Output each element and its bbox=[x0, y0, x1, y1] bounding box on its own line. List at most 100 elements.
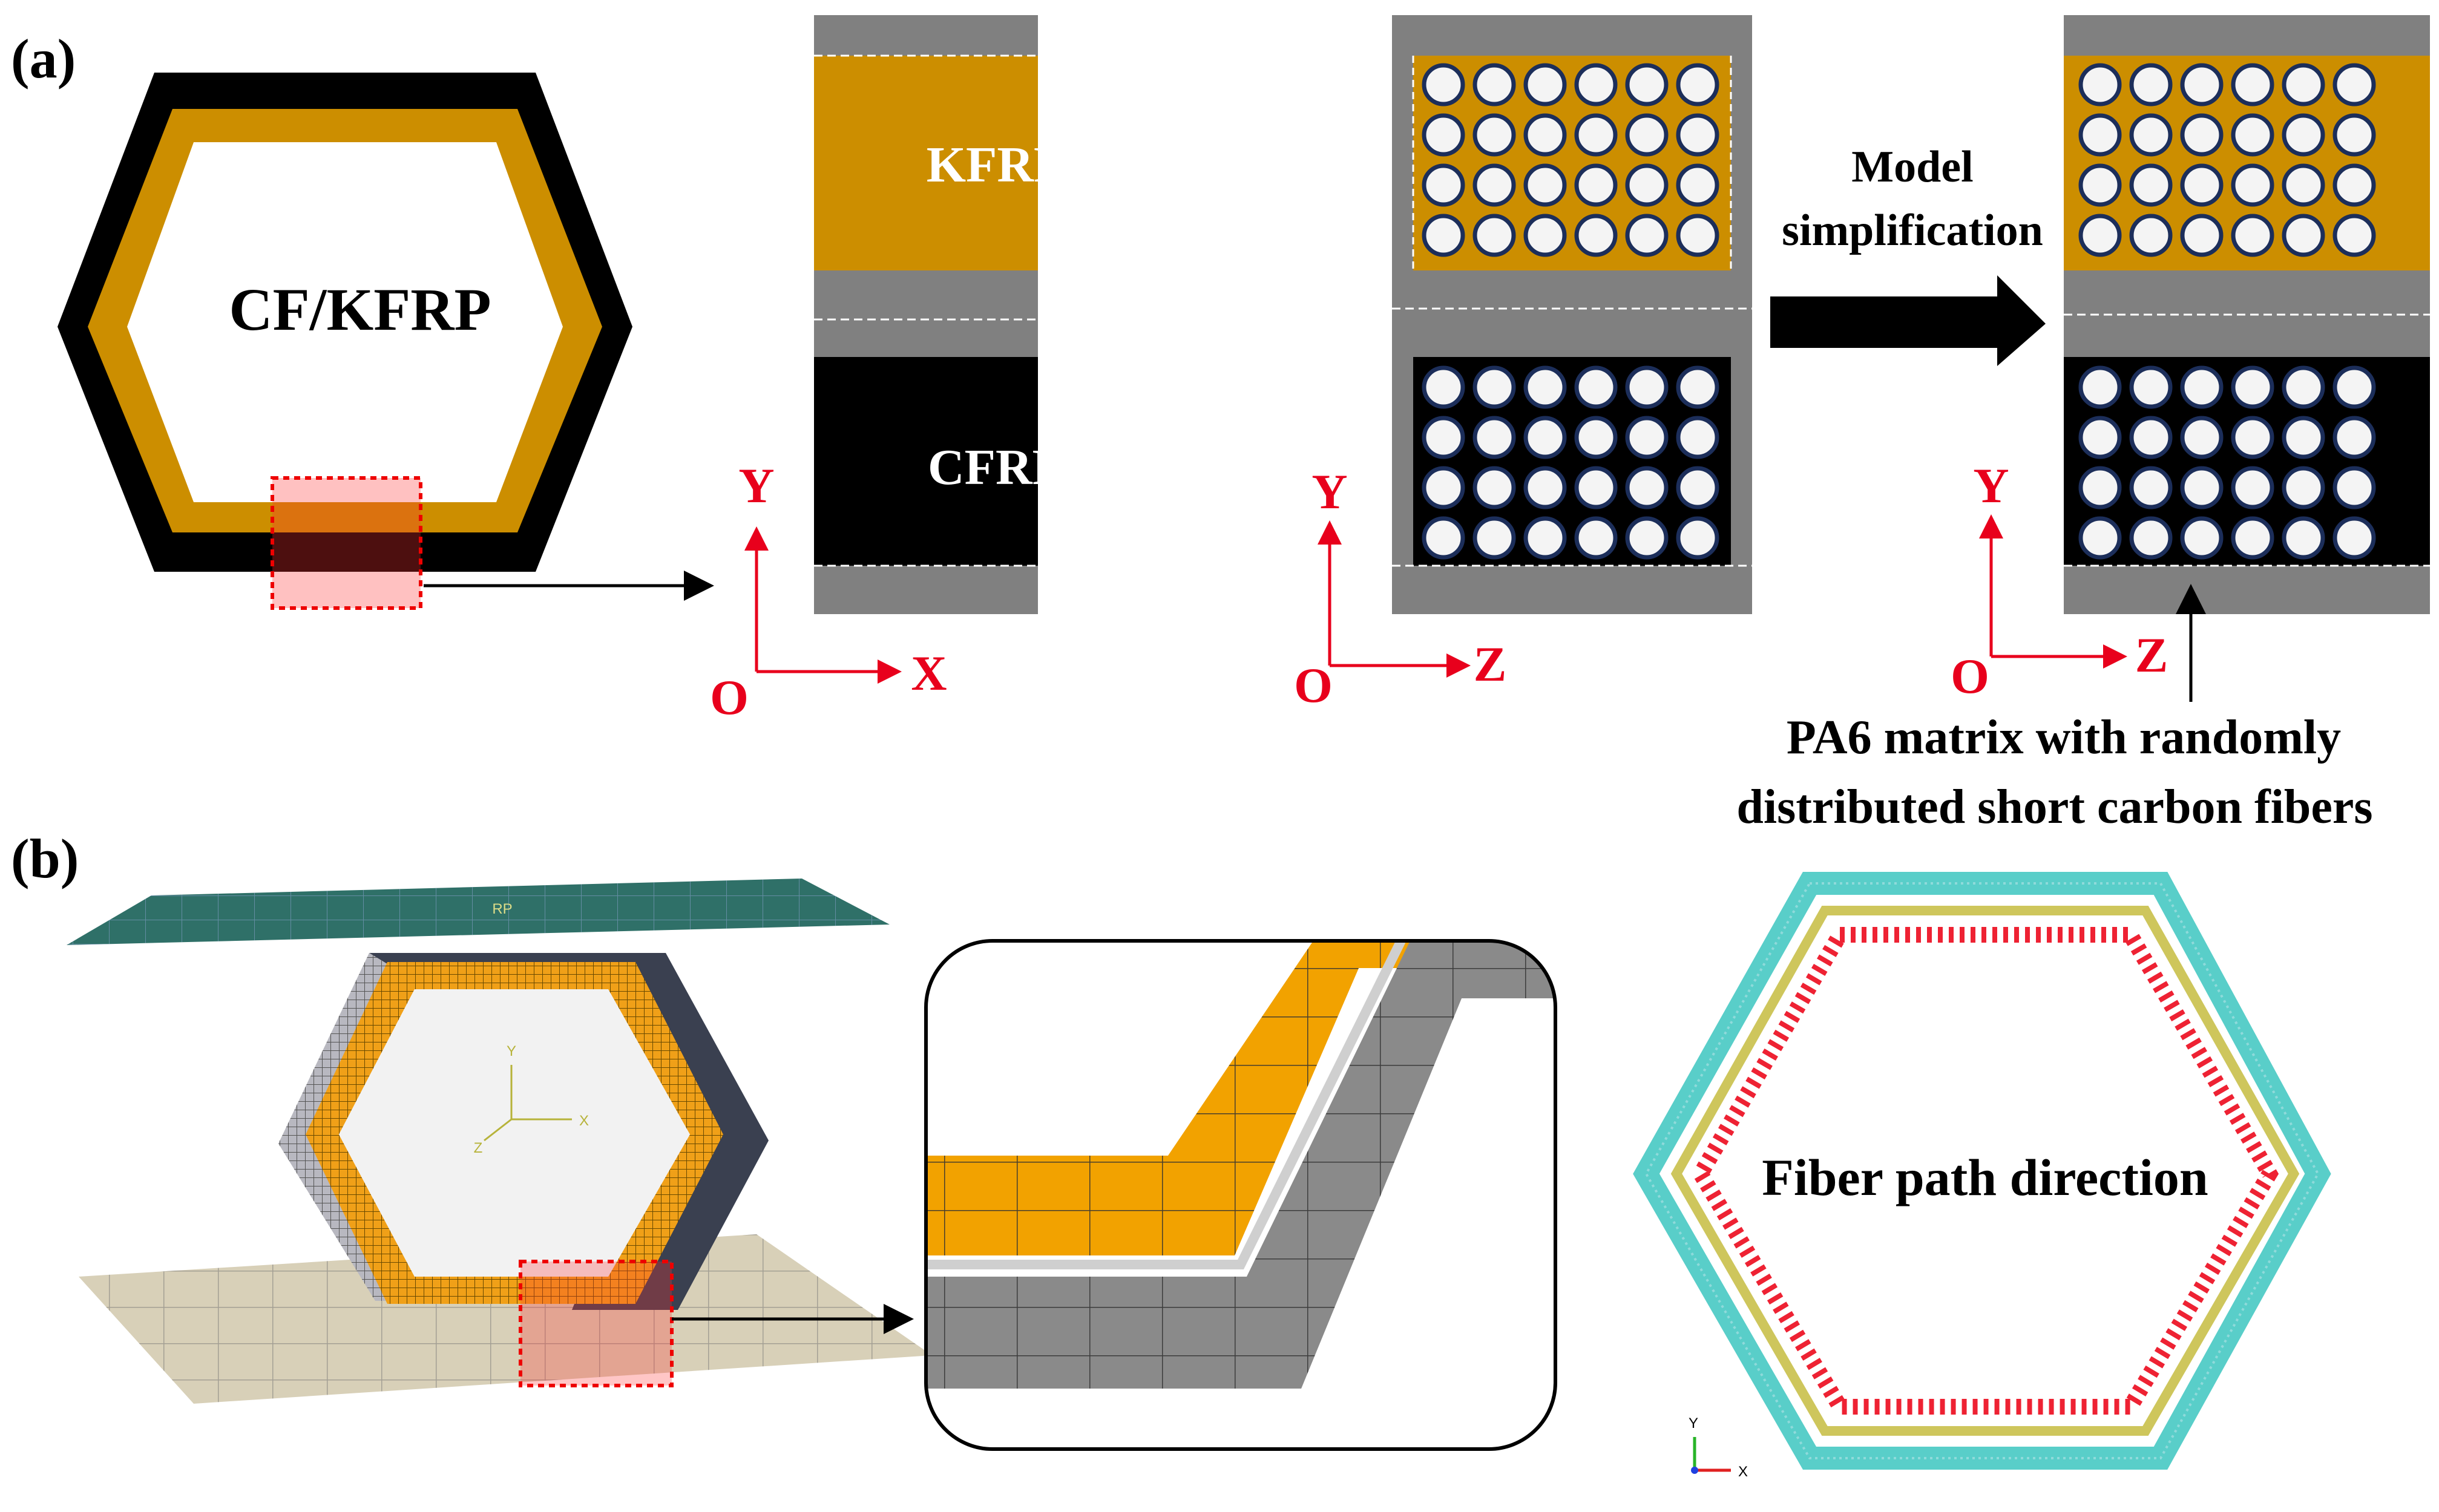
fiber-circle bbox=[1676, 365, 1719, 409]
fiber-circle bbox=[2332, 63, 2376, 106]
fiber-circle bbox=[1472, 113, 1516, 157]
fiber-path-label: Fiber path direction bbox=[1762, 1148, 2208, 1206]
fiber-circle bbox=[2129, 63, 2173, 106]
fiber-circle bbox=[1625, 365, 1669, 409]
fiber-circle bbox=[1574, 63, 1618, 106]
fiber-circle bbox=[1523, 365, 1567, 409]
fiber-circle bbox=[2282, 365, 2325, 409]
simplification-arrow: Model simplification bbox=[1770, 142, 2046, 366]
fiber-circle bbox=[1574, 466, 1618, 509]
fiber-circle bbox=[2231, 516, 2274, 560]
fiber-circle bbox=[1676, 113, 1719, 157]
fiber-circle bbox=[1422, 416, 1465, 459]
fiber-circle bbox=[2231, 365, 2274, 409]
fiber-circle bbox=[1523, 63, 1567, 106]
fiber-circle bbox=[2078, 365, 2122, 409]
fiber-circle bbox=[1676, 163, 1719, 207]
fiber-circle bbox=[2282, 163, 2325, 207]
fiber-circle bbox=[1472, 466, 1516, 509]
fem-model-3d: Y X Z RP bbox=[67, 879, 932, 1404]
fiber-circle bbox=[1422, 214, 1465, 257]
fiber-circle bbox=[2282, 214, 2325, 257]
fiber-circle bbox=[1625, 63, 1669, 106]
fiber-circle bbox=[1676, 466, 1719, 509]
fiber-circle bbox=[1472, 516, 1516, 560]
fiber-circle bbox=[1574, 113, 1618, 157]
fiber-circle bbox=[2231, 163, 2274, 207]
fiber-circle bbox=[1523, 113, 1567, 157]
fiber-circle bbox=[1472, 214, 1516, 257]
fiber-stack-simplified bbox=[2064, 15, 2430, 614]
fiber-circle bbox=[1574, 163, 1618, 207]
fiber-circle bbox=[2078, 163, 2122, 207]
fiber-circle bbox=[1523, 466, 1567, 509]
kfrp-label: KFRP bbox=[927, 137, 1065, 193]
fiber-circle bbox=[1676, 516, 1719, 560]
fiber-circle bbox=[2231, 63, 2274, 106]
fiber-stack-detailed bbox=[1392, 15, 1752, 614]
axis-y-label: Y bbox=[1973, 458, 2009, 513]
fem-axis-x-label: X bbox=[579, 1113, 589, 1129]
fiber-circle bbox=[2231, 214, 2274, 257]
fiber-circle bbox=[1472, 163, 1516, 207]
triad-y-label: Y bbox=[1689, 1415, 1698, 1432]
axis-origin-label: O bbox=[1294, 658, 1333, 713]
fem-axis-z-label: Z bbox=[474, 1140, 483, 1156]
hexagon-cross-section: CF/KFRP bbox=[57, 73, 714, 610]
fiber-circle bbox=[1523, 214, 1567, 257]
fiber-circle bbox=[1472, 416, 1516, 459]
fiber-circle bbox=[2129, 466, 2173, 509]
fiber-circle bbox=[2282, 466, 2325, 509]
simplification-text-line2: simplification bbox=[1782, 206, 2043, 255]
fiber-circle bbox=[1574, 416, 1618, 459]
fiber-circle bbox=[1676, 416, 1719, 459]
fiber-circle bbox=[2332, 516, 2376, 560]
axis-y-label: Y bbox=[738, 458, 774, 513]
fiber-circle bbox=[2332, 466, 2376, 509]
fiber-circle bbox=[2078, 63, 2122, 106]
fiber-circle bbox=[1676, 63, 1719, 106]
fiber-circle bbox=[1422, 63, 1465, 106]
fiber-circle bbox=[2078, 466, 2122, 509]
fiber-circle bbox=[2129, 516, 2173, 560]
fiber-circle bbox=[1625, 214, 1669, 257]
fiber-circle bbox=[1523, 163, 1567, 207]
fiber-circle bbox=[2180, 113, 2224, 157]
fiber-circle bbox=[1422, 113, 1465, 157]
axis-y-label: Y bbox=[1311, 464, 1347, 519]
fiber-circle bbox=[2282, 113, 2325, 157]
axis-z-label: Z bbox=[2135, 627, 2168, 682]
fiber-circle bbox=[2078, 516, 2122, 560]
fiber-circle bbox=[1422, 466, 1465, 509]
fiber-circle bbox=[2129, 214, 2173, 257]
fiber-circle bbox=[2282, 63, 2325, 106]
hexagon-label: CF/KFRP bbox=[229, 276, 491, 343]
fiber-circle bbox=[1422, 516, 1465, 560]
axes-xy: Y O X bbox=[710, 458, 947, 725]
triad-x-label: X bbox=[1738, 1464, 1748, 1480]
fiber-circle bbox=[2231, 416, 2274, 459]
fiber-circle bbox=[1625, 163, 1669, 207]
panel-a-label: (a) bbox=[11, 28, 76, 90]
fiber-circle bbox=[1574, 516, 1618, 560]
panel-b-label: (b) bbox=[11, 828, 79, 889]
reference-point-label: RP bbox=[492, 901, 512, 917]
axis-origin-label: O bbox=[1951, 649, 1989, 704]
fiber-circle bbox=[1523, 416, 1567, 459]
axis-z-label: Z bbox=[1474, 637, 1507, 692]
fiber-circle bbox=[1472, 365, 1516, 409]
cfrp-label: CFRP bbox=[928, 439, 1063, 496]
fiber-circle bbox=[1574, 214, 1618, 257]
fiber-circle bbox=[2129, 365, 2173, 409]
fiber-circle bbox=[2282, 416, 2325, 459]
axes-zy-middle: Y O Z bbox=[1294, 464, 1506, 713]
fiber-circle bbox=[2282, 516, 2325, 560]
fiber-path-hexagon: Fiber path direction Y X bbox=[1633, 872, 2331, 1480]
fiber-circle bbox=[1625, 416, 1669, 459]
fiber-circle bbox=[2231, 113, 2274, 157]
simplification-text-line1: Model bbox=[1851, 142, 1973, 192]
fiber-circle bbox=[2231, 466, 2274, 509]
fiber-circle bbox=[2332, 214, 2376, 257]
fiber-circle bbox=[2180, 214, 2224, 257]
